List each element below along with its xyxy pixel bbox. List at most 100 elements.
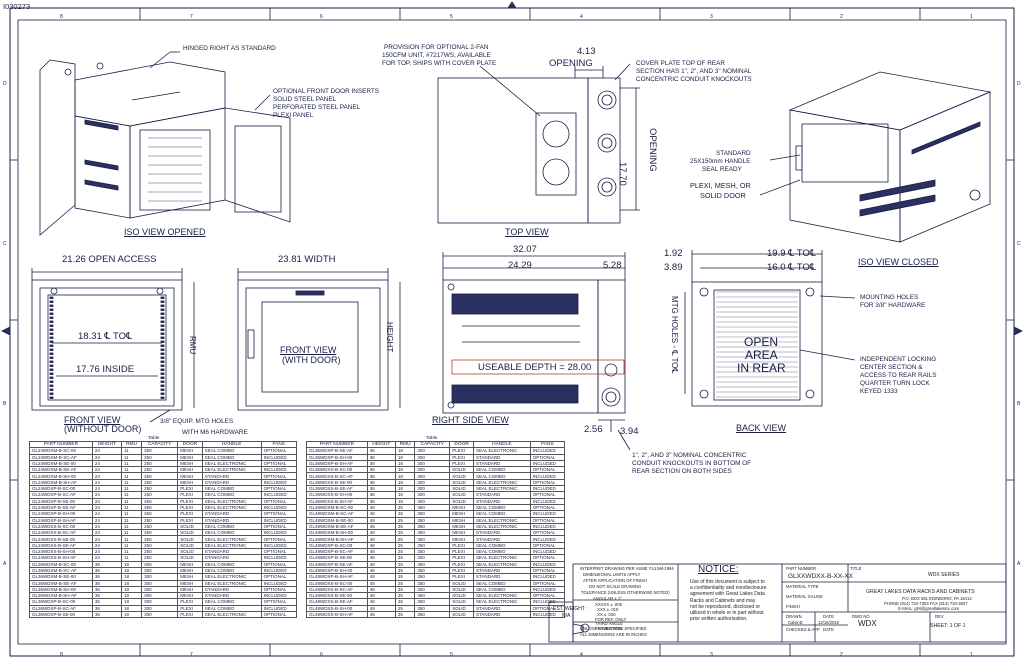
dim-opening-top-value: 4.13 bbox=[577, 46, 596, 57]
table-cell: INCLUDED bbox=[529, 485, 566, 493]
knockout-top-3-inner bbox=[601, 181, 613, 193]
table-cell: 300 bbox=[414, 478, 451, 487]
border-number: 3 bbox=[710, 14, 713, 20]
side-vent-2 bbox=[451, 384, 579, 404]
table-cell: 350 bbox=[414, 610, 451, 619]
rail-hole-left bbox=[49, 388, 54, 391]
document-code: I030273 bbox=[3, 2, 31, 11]
table-cell: 24 bbox=[91, 459, 123, 468]
leader-hinged bbox=[149, 51, 171, 69]
table-cell: OPTIONAL bbox=[529, 466, 566, 474]
table-cell: 18 bbox=[394, 497, 416, 505]
table-cell: OPTIONAL bbox=[260, 610, 298, 619]
tb-third-angle-1: THIRD ANGLE bbox=[595, 621, 623, 626]
side-knockout-1 bbox=[601, 387, 621, 407]
rail-hole-left bbox=[49, 304, 54, 307]
table-cell: 300 bbox=[414, 453, 451, 461]
iso-vent-3 bbox=[84, 179, 119, 191]
knockout-top-1 bbox=[597, 90, 617, 110]
border-letter: C bbox=[1017, 241, 1021, 247]
tb-company: GREAT LAKES DATA RACKS AND CABINETS bbox=[866, 589, 975, 595]
rail-hole-left bbox=[49, 300, 54, 303]
rail-hole-right bbox=[160, 320, 165, 323]
rail-hole-left bbox=[49, 332, 54, 335]
border-number: 3 bbox=[710, 652, 713, 658]
iso-closed-vent-1 bbox=[859, 179, 936, 202]
side-knockout-1-inner bbox=[605, 391, 617, 403]
rail-hole-left bbox=[49, 372, 54, 375]
rail-hole-right bbox=[160, 372, 165, 375]
dim-depth-total: 32.07 bbox=[513, 244, 537, 255]
note-door-types-2: SOLID DOOR bbox=[700, 191, 746, 200]
note-knockouts-3: REAR SECTION ON BOTH SIDES bbox=[632, 468, 732, 475]
rail-hole-left bbox=[49, 320, 54, 323]
dim-19-9: 19.9 ℄ TO℄ bbox=[767, 248, 816, 259]
rail-hole-right bbox=[160, 376, 165, 379]
tb-part-number: GLXXWDXX-B-XX-XX bbox=[788, 573, 854, 580]
table-cell: 24 bbox=[91, 472, 123, 480]
table-cell: GL36WDXP-B-SE-00 bbox=[29, 610, 93, 619]
table-cell: INCLUDED bbox=[529, 447, 566, 455]
tb-notice-title: NOTICE: bbox=[698, 564, 739, 575]
tb-est-weight: EST. WEIGHT : bbox=[553, 606, 588, 612]
table-cell: MESH bbox=[177, 466, 203, 474]
rail-hole-right bbox=[160, 324, 165, 327]
rail-hole-right bbox=[160, 328, 165, 331]
table-cell: 18 bbox=[394, 478, 416, 487]
tb-rev-label: REV bbox=[935, 614, 944, 619]
rail-hole-left bbox=[49, 360, 54, 363]
table-cell: 11 bbox=[120, 453, 143, 461]
table-cell: 24 bbox=[91, 478, 123, 487]
top-view-rear-section bbox=[587, 77, 621, 224]
tb-date2-label: DATE bbox=[823, 627, 834, 632]
table-cell: 11 bbox=[120, 497, 143, 505]
border-number: 7 bbox=[190, 652, 193, 658]
tb-third-angle-2: PROJECTION bbox=[595, 626, 622, 631]
rail-hole-left bbox=[49, 364, 54, 367]
table-cell: MESH bbox=[177, 453, 203, 461]
iso-open-back-panel bbox=[39, 59, 76, 236]
rail-hole-right bbox=[160, 308, 165, 311]
note-cover-plate-1: COVER PLATE TOP OF REAR bbox=[636, 60, 726, 67]
table-cell: PLEXI bbox=[177, 485, 203, 493]
rail-hole-right bbox=[160, 356, 165, 359]
back-mtg-hole bbox=[699, 287, 709, 297]
table-header-cell: CAPACITY bbox=[414, 440, 451, 449]
table-cell: INCLUDED bbox=[529, 610, 566, 619]
front-door-brand bbox=[295, 290, 325, 296]
open-area-3: IN REAR bbox=[737, 361, 786, 375]
side-hole bbox=[447, 401, 455, 409]
tb-tol-2: .XXX ± .010 bbox=[596, 607, 619, 612]
iso-open-door bbox=[224, 107, 291, 223]
iso-closed-knockout bbox=[969, 189, 981, 201]
dim-useable-depth: USEABLE DEPTH = 28.00 bbox=[478, 362, 592, 373]
border-letter: A bbox=[1017, 561, 1021, 567]
tb-dwg-no: WDX bbox=[858, 619, 877, 628]
note-knockouts-1: 1", 2", AND 3" NOMINAL CONCENTRIC bbox=[632, 452, 747, 459]
table-cell: 18 bbox=[120, 610, 143, 619]
front-door-window bbox=[261, 301, 359, 393]
note-mounting-holes-2: FOR 3/8" HARDWARE bbox=[860, 302, 926, 309]
table-cell: OPTIONAL bbox=[260, 472, 298, 480]
front-mtg-hole bbox=[156, 287, 164, 295]
dim-mtg-holes: MTG HOLES - ℄ TO℄ bbox=[670, 296, 679, 374]
leader-handle bbox=[769, 154, 801, 161]
dim-inside: 17.76 INSIDE bbox=[76, 364, 135, 375]
table-header-cell: RMU bbox=[120, 440, 143, 449]
table-cell: 25 bbox=[394, 503, 416, 512]
table-header-cell: DOOR bbox=[177, 440, 203, 449]
border-number: 4 bbox=[580, 14, 583, 20]
front-nodoor-frame bbox=[39, 287, 175, 407]
back-open-area bbox=[713, 289, 801, 401]
iso-closed-handle bbox=[795, 145, 803, 171]
table-cell: 300 bbox=[414, 472, 451, 480]
tb-date-label: DATE bbox=[823, 614, 834, 619]
